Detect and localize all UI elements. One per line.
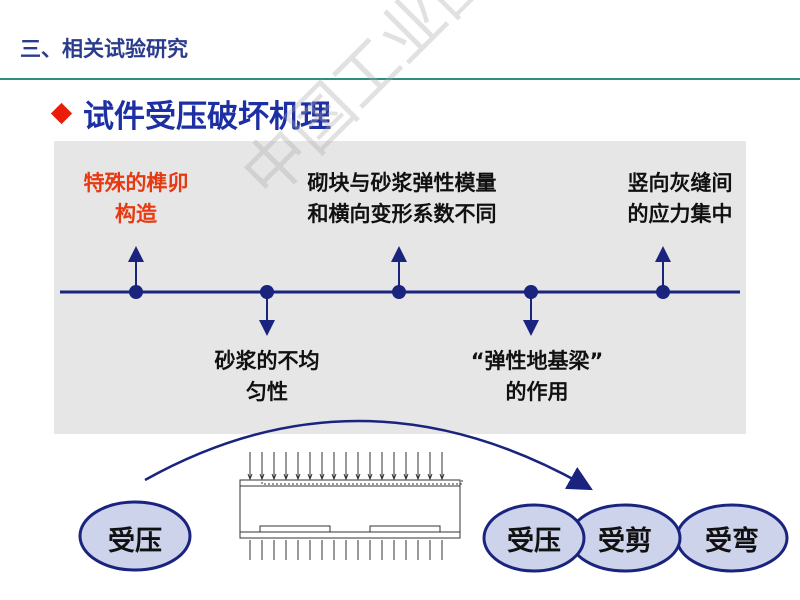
load-arrow-head — [343, 473, 349, 481]
factor-label-modulus: 砌块与砂浆弹性模量 和横向变形系数不同 — [282, 168, 522, 230]
slide-heading: 试件受压破坏机理 — [83, 98, 331, 135]
state-label-compression: 受压 — [108, 526, 162, 557]
timeline-node-5 — [656, 285, 670, 299]
timeline-node-4 — [524, 285, 538, 299]
header-divider — [0, 78, 800, 80]
timeline-node-2 — [260, 285, 274, 299]
factor-line: 的应力集中 — [627, 202, 733, 226]
factor-label-mortar: 砂浆的不均 匀性 — [197, 346, 337, 408]
factor-line: 砌块与砂浆弹性模量 — [307, 171, 497, 195]
timeline-node-1 — [129, 285, 143, 299]
load-arrow-head — [391, 473, 397, 481]
factor-line: 竖向灰缝间 — [627, 171, 733, 195]
load-arrow-head — [331, 473, 337, 481]
factor-label-stress-concentration: 竖向灰缝间 的应力集中 — [605, 168, 755, 230]
compression-oval-2 — [482, 503, 586, 573]
timeline-node-3 — [392, 285, 406, 299]
factor-line: 构造 — [115, 202, 157, 226]
load-arrow-head — [403, 473, 409, 481]
load-arrow-head — [415, 473, 421, 481]
state-label-shear: 受剪 — [598, 526, 652, 557]
factor-label-elastic-beam: “弹性地基梁” 的作用 — [452, 346, 622, 408]
factor-line: 特殊的榫卯 — [83, 171, 189, 195]
section-title: 三、相关试验研究 — [20, 37, 188, 61]
specimen-drawing — [239, 479, 463, 539]
compression-oval — [78, 500, 192, 572]
bottom-load-arrows — [249, 540, 443, 560]
state-label-bending: 受弯 — [705, 526, 759, 557]
load-arrow-head — [295, 473, 301, 481]
load-arrow-head — [307, 473, 313, 481]
factor-label-mortise-tenon: 特殊的榫卯 构造 — [66, 168, 206, 230]
timeline-diagram — [60, 246, 740, 336]
load-arrow-head — [427, 473, 433, 481]
factor-line: 匀性 — [246, 380, 288, 404]
mechanism-panel — [54, 141, 746, 434]
load-arrow-head — [379, 473, 385, 481]
transition-curve — [144, 419, 593, 491]
load-arrow-head — [355, 473, 361, 481]
load-arrow-head — [259, 473, 265, 481]
load-arrow-head — [271, 473, 277, 481]
load-arrow-head — [247, 473, 253, 481]
factor-line: “弹性地基梁” — [470, 349, 604, 373]
factor-line: 砂浆的不均 — [214, 349, 320, 373]
load-arrow-head — [367, 473, 373, 481]
factor-line: 的作用 — [505, 380, 569, 404]
load-arrow-head — [319, 473, 325, 481]
diamond-bullet-icon — [50, 102, 73, 124]
loading-diagram — [78, 419, 789, 573]
load-arrow-head — [439, 473, 445, 481]
load-arrow-head — [283, 473, 289, 481]
heading-row: 试件受压破坏机理 — [48, 90, 331, 136]
state-label-compression-2: 受压 — [507, 526, 561, 557]
factor-line: 和横向变形系数不同 — [307, 202, 497, 226]
top-load-arrows — [247, 452, 445, 481]
